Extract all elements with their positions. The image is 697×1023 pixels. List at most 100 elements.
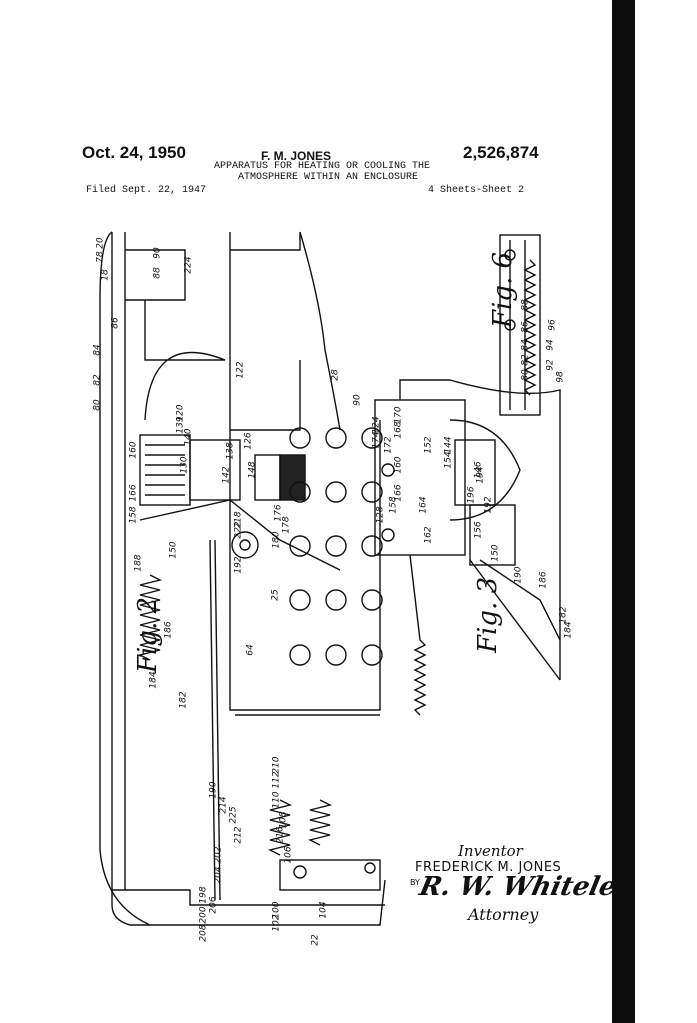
fig6-reference-numeral: 86	[520, 321, 531, 333]
fig2-reference-numeral: 216	[275, 826, 286, 844]
patent-number: 2,526,874	[463, 143, 539, 162]
vent-hole	[361, 427, 383, 449]
fig2-reference-numeral: 25	[270, 589, 281, 601]
fig2-reference-numeral: 142	[221, 466, 232, 484]
fig2-reference-numeral: 148	[247, 461, 258, 479]
title-line-2: ATMOSPHERE WITHIN AN ENCLOSURE	[238, 172, 419, 183]
fig2-reference-numeral: 82	[92, 374, 103, 386]
fig6-reference-numeral: 80	[520, 369, 531, 381]
inventor-name: FREDERICK M. JONES	[415, 860, 562, 875]
fig2-reference-numeral: 186	[163, 621, 174, 639]
fig2-label: Fig. 2	[133, 596, 164, 674]
vent-hole	[361, 589, 383, 611]
fig2-reference-numeral: 182	[178, 691, 189, 709]
vent-hole	[289, 481, 311, 503]
fig2-reference-numeral: 180	[271, 531, 282, 549]
fig2-reference-numeral: 130	[179, 456, 190, 474]
fig2-reference-numeral: 202	[213, 846, 224, 864]
fig2-reference-numeral: 192	[233, 556, 244, 574]
attorney-label: Attorney	[468, 905, 539, 924]
fig2-circle-grid	[289, 427, 383, 666]
fig2-reference-numeral: 90	[152, 247, 163, 259]
fig2-reference-numeral: 188	[133, 554, 144, 572]
fig2-reference-numeral: 206	[208, 896, 219, 914]
fig3-reference-numeral: 194	[475, 466, 486, 484]
fig2-reference-numeral: 178	[281, 516, 292, 534]
vent-hole	[361, 644, 383, 666]
attorney-signature: R. W. Whiteley	[416, 872, 635, 902]
fig2-reference-numeral: 166	[128, 484, 139, 502]
fig3-reference-numeral: 158	[388, 496, 399, 514]
fig6-reference-numeral: 92	[545, 359, 556, 371]
fig6-reference-numeral: 94	[545, 339, 556, 351]
fig2-drawing	[99, 231, 386, 926]
vent-hole	[289, 535, 311, 557]
vent-hole	[325, 427, 347, 449]
fig2-reference-numeral: 200	[198, 906, 209, 924]
fig2-reference-numeral: 190	[208, 781, 219, 799]
fig2-reference-numeral: 204	[213, 866, 224, 884]
sheet-count: 4 Sheets-Sheet 2	[428, 185, 525, 196]
fig6-label: Fig. 6	[488, 251, 519, 329]
fig3-reference-numeral: 168	[393, 421, 404, 439]
fig2-reference-numeral: 225	[228, 806, 239, 824]
filed-date: Filed Sept. 22, 1947	[86, 185, 207, 196]
fig6-reference-numeral: 88	[520, 299, 531, 311]
fig2-reference-numeral: 224	[183, 256, 194, 274]
inventor-label: Inventor	[458, 842, 523, 860]
fig6-reference-numeral: 98	[555, 371, 566, 383]
fig2-reference-numeral: 104	[318, 901, 329, 919]
title-line-1: APPARATUS FOR HEATING OR COOLING THE	[214, 161, 431, 172]
fig2-reference-numeral: 80	[92, 399, 103, 411]
fig2-reference-numeral: 212	[233, 826, 244, 844]
fig2-reference-numeral: 214	[218, 796, 229, 814]
fig2-reference-numeral: 78	[95, 251, 106, 263]
fig2-reference-numeral: 158	[128, 506, 139, 524]
fig2-reference-numeral: 28	[330, 369, 341, 381]
fig2-reference-numeral: 22	[310, 934, 321, 946]
fig2-reference-numeral: 18	[100, 269, 111, 281]
fig3-reference-numeral: 164	[418, 496, 429, 514]
vent-hole	[289, 644, 311, 666]
fig3-reference-numeral: 154	[443, 451, 454, 469]
fig3-reference-numeral: 150	[490, 544, 501, 562]
fig2-reference-numeral: 112	[271, 771, 282, 789]
vent-hole	[361, 535, 383, 557]
inventor-header: F. M. JONES	[261, 149, 332, 163]
fig2-reference-numeral: 86	[110, 317, 121, 329]
fig3-reference-numeral: 156	[473, 521, 484, 539]
fig3-drawing	[374, 379, 561, 716]
fig2-reference-numeral: 138	[225, 442, 236, 460]
fig3-reference-numeral: 184	[563, 621, 574, 639]
fig3-reference-numeral: 160	[393, 456, 404, 474]
vent-hole	[325, 535, 347, 557]
fig2-reference-numeral: 64	[245, 644, 256, 656]
fig2-reference-numeral: 126	[243, 432, 254, 450]
fig3-reference-numeral: 152	[423, 436, 434, 454]
fig2-reference-numeral: 210	[271, 756, 282, 774]
vent-hole	[289, 427, 311, 449]
fig2-reference-numeral: 208	[198, 924, 209, 942]
fig3-reference-numeral: 190	[513, 566, 524, 584]
fig2-reference-numeral: 160	[128, 441, 139, 459]
fig2-reference-numeral: 110	[271, 791, 282, 809]
fig3-reference-numeral: 162	[423, 526, 434, 544]
fig3-reference-numeral: 186	[538, 571, 549, 589]
fig6-reference-numeral: 84	[520, 339, 531, 351]
patent-date: Oct. 24, 1950	[82, 143, 186, 162]
fig2-reference-numeral: 108	[278, 811, 289, 829]
vent-hole	[361, 481, 383, 503]
vent-hole	[325, 644, 347, 666]
fig3-reference-numeral: 192	[483, 496, 494, 514]
fig6-drawing	[499, 234, 541, 416]
by-label: BY	[410, 878, 420, 887]
fig2-reference-numeral: 88	[152, 267, 163, 279]
fig6-reference-numeral: 82	[520, 354, 531, 366]
fig2-reference-numeral: 184	[148, 671, 159, 689]
fig3-reference-numeral: 172	[383, 436, 394, 454]
vent-hole	[325, 481, 347, 503]
fig6-reference-numeral: 96	[547, 319, 558, 331]
fig2-reference-numeral: 84	[92, 344, 103, 356]
